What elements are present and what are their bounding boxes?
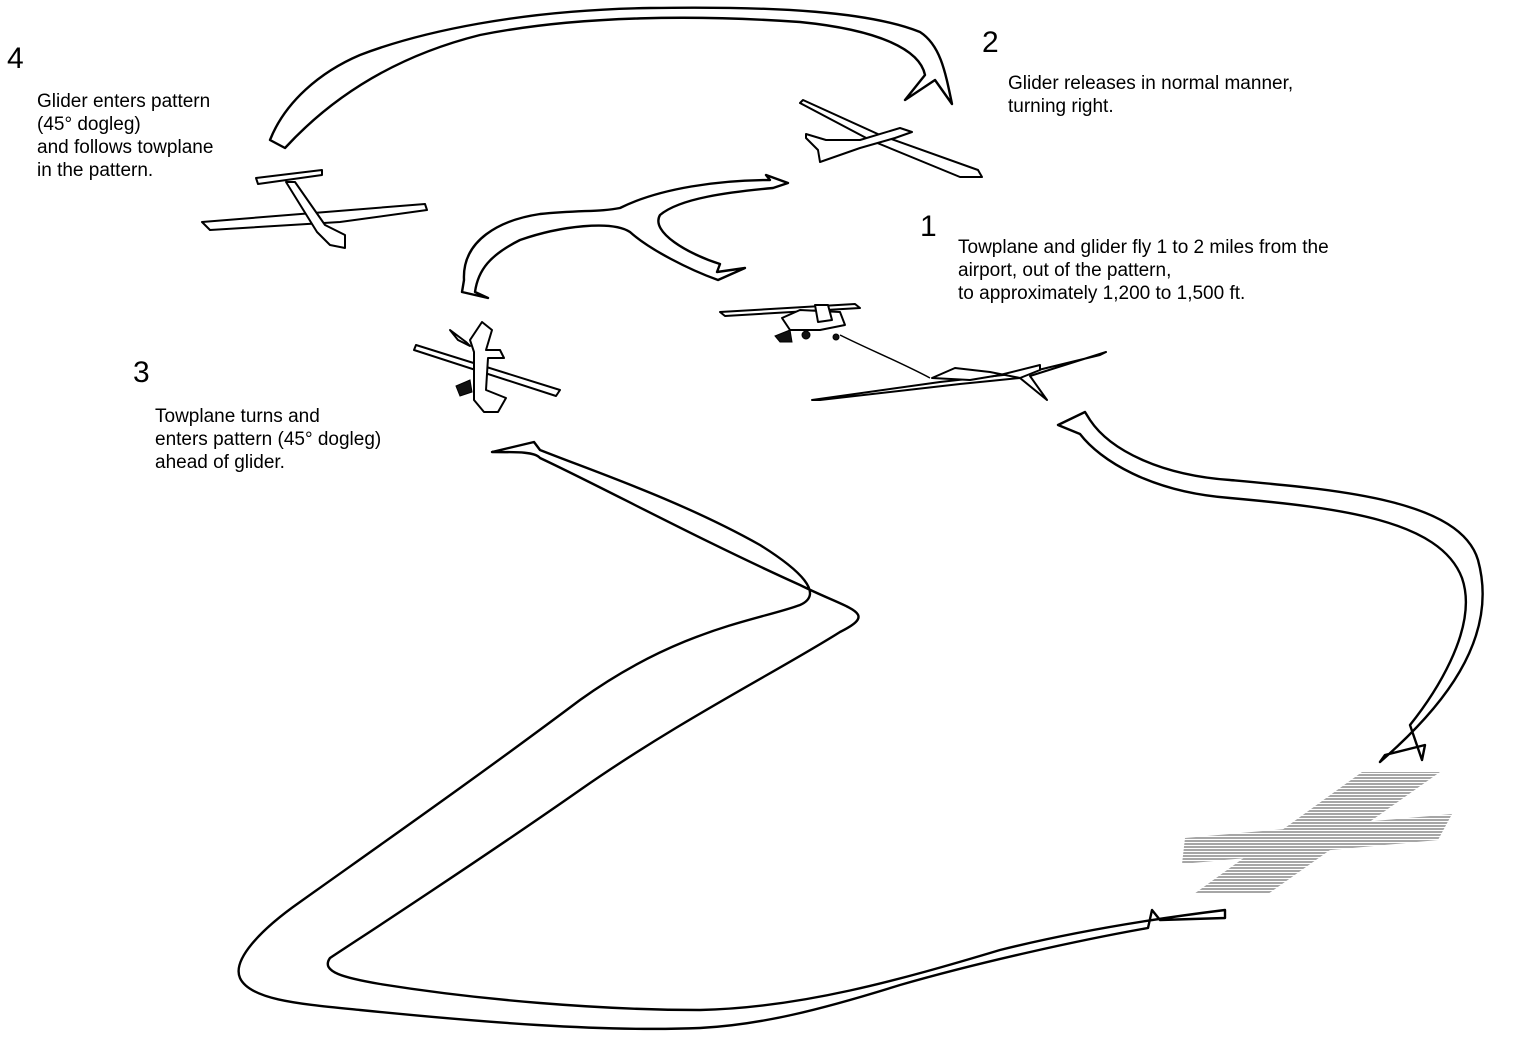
glider-icon [811,351,1107,401]
step-1-line: Towplane and glider fly 1 to 2 miles fro… [958,237,1329,258]
step-3-line: Towplane turns and [155,406,320,427]
step-3-description: Towplane turns and enters pattern (45° d… [155,405,381,474]
glider-icon [799,99,983,178]
tow-rope [839,334,931,379]
step-4-line: Glider enters pattern [37,91,211,112]
step-2-line: turning right. [1008,96,1114,117]
step-1-description: Towplane and glider fly 1 to 2 miles fro… [958,236,1329,305]
takeoff-path-ribbon [237,440,1227,1031]
step-1-line: to approximately 1,200 to 1,500 ft. [958,283,1246,304]
step-1-line: airport, out of the pattern, [958,260,1172,281]
runway-icon [1182,772,1452,894]
step-3-line: ahead of glider. [155,452,285,473]
step-2-description: Glider releases in normal manner, turnin… [1008,72,1293,118]
step-1-number: 1 [920,210,937,243]
glider-release-ribbon [268,6,954,150]
step-3-number: 3 [133,356,150,389]
step-2-line: Glider releases in normal manner, [1008,73,1294,94]
step-2-number: 2 [982,26,999,59]
glider-icon [201,169,428,249]
step-4-number: 4 [7,42,24,75]
towplane-turn-ribbon [460,173,790,300]
step-4-line: (45° dogleg) [37,114,141,135]
step-4-line: and follows towplane [37,137,214,158]
towplane-icon [719,303,861,343]
step-4-line: in the pattern. [37,160,154,181]
towplane-icon [413,321,561,413]
climb-path-ribbon [1056,410,1484,764]
step-4-description: Glider enters pattern (45° dogleg) and f… [37,90,213,182]
step-3-line: enters pattern (45° dogleg) [155,429,382,450]
